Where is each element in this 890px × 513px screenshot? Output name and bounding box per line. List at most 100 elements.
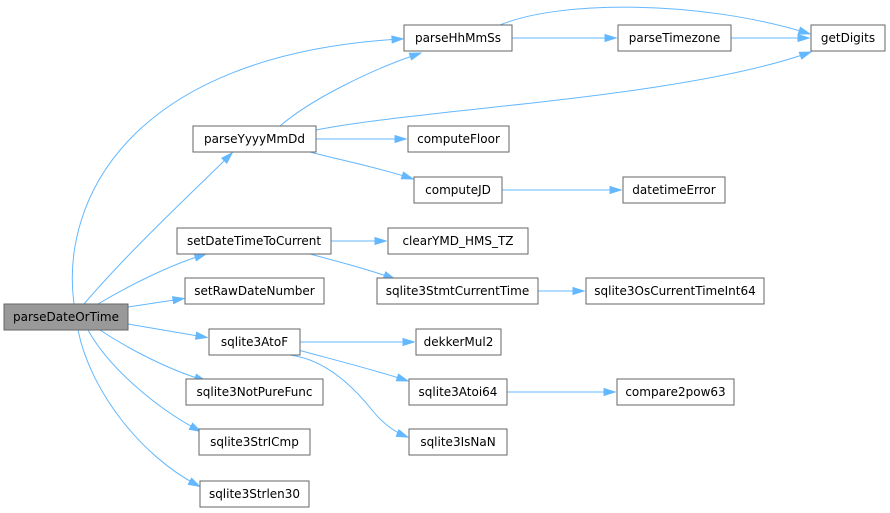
edge-parseDateOrTime-to-parseHhMmSs bbox=[71, 35, 405, 305]
edge-line bbox=[77, 329, 198, 486]
node-label: sqlite3IsNaN bbox=[420, 435, 495, 449]
arrowhead bbox=[400, 171, 415, 180]
arrowhead bbox=[797, 26, 812, 35]
arrowhead bbox=[797, 33, 811, 43]
arrowhead bbox=[193, 253, 208, 262]
edge-line bbox=[279, 53, 419, 127]
edge-sqlite3AtoF-to-sqlite3IsNaN bbox=[289, 354, 410, 438]
edge-parseYyyyMmDd-to-computeJD bbox=[309, 151, 415, 180]
edge-parseDateOrTime-to-sqlite3StrICmp bbox=[87, 329, 203, 433]
arrowhead bbox=[374, 236, 388, 246]
node-label: dekkerMul2 bbox=[424, 335, 494, 349]
node-sqlite3StmtCurrentTime[interactable]: sqlite3StmtCurrentTime bbox=[376, 277, 539, 305]
arrowhead bbox=[603, 387, 617, 397]
edge-line bbox=[99, 329, 204, 381]
edge-line bbox=[71, 38, 401, 305]
node-label: sqlite3StmtCurrentTime bbox=[386, 284, 529, 298]
arrowhead bbox=[171, 296, 186, 305]
node-label: sqlite3StrICmp bbox=[210, 435, 299, 449]
edge-line bbox=[309, 151, 411, 179]
node-computeFloor[interactable]: computeFloor bbox=[407, 125, 510, 153]
node-sqlite3IsNaN[interactable]: sqlite3IsNaN bbox=[408, 428, 508, 456]
arrowhead bbox=[395, 373, 410, 382]
edge-parseDateOrTime-to-sqlite3NotPureFunc bbox=[99, 329, 208, 382]
node-label: sqlite3AtoF bbox=[221, 335, 288, 349]
edge-sqlite3AtoF-to-sqlite3Atoi64 bbox=[297, 349, 410, 382]
edge-parseDateOrTime-to-parseYyyyMmDd bbox=[83, 151, 234, 305]
node-parseHhMmSs[interactable]: parseHhMmSs bbox=[403, 24, 513, 52]
node-dekkerMul2[interactable]: dekkerMul2 bbox=[415, 328, 502, 356]
node-parseDateOrTime[interactable]: parseDateOrTime bbox=[3, 303, 129, 331]
node-label: datetimeError bbox=[632, 183, 715, 197]
edge-parseTimezone-to-getDigits bbox=[731, 33, 811, 43]
edge-parseYyyyMmDd-to-computeFloor bbox=[316, 134, 408, 144]
node-label: sqlite3Strlen30 bbox=[209, 487, 300, 501]
edge-computeJD-to-datetimeError bbox=[502, 185, 623, 195]
node-label: computeJD bbox=[425, 183, 491, 197]
edge-line bbox=[97, 254, 204, 305]
edge-parseHhMmSs-to-parseTimezone bbox=[512, 33, 618, 43]
arrowhead bbox=[194, 331, 209, 340]
edge-sqlite3StmtCurrentTime-to-sqlite3OsCurrentTimeInt64 bbox=[538, 286, 586, 296]
node-label: getDigits bbox=[821, 31, 875, 45]
edge-line bbox=[127, 298, 182, 308]
arrowhead bbox=[402, 337, 416, 347]
node-label: clearYMD_HMS_TZ bbox=[402, 234, 513, 248]
edge-setDateTimeToCurrent-to-sqlite3StmtCurrentTime bbox=[309, 253, 397, 280]
edge-parseHhMmSs-to-getDigits bbox=[499, 6, 812, 35]
node-compare2pow63[interactable]: compare2pow63 bbox=[616, 378, 735, 406]
node-getDigits[interactable]: getDigits bbox=[810, 24, 886, 52]
node-setDateTimeToCurrent[interactable]: setDateTimeToCurrent bbox=[176, 227, 332, 255]
node-label: setRawDateNumber bbox=[194, 284, 315, 298]
node-label: compare2pow63 bbox=[625, 385, 725, 399]
edge-line bbox=[87, 329, 199, 431]
node-sqlite3NotPureFunc[interactable]: sqlite3NotPureFunc bbox=[185, 378, 324, 406]
edge-parseDateOrTime-to-setRawDateNumber bbox=[127, 296, 186, 308]
arrowhead bbox=[408, 52, 423, 61]
edge-setDateTimeToCurrent-to-clearYMD_HMS_TZ bbox=[331, 236, 388, 246]
call-graph-edges bbox=[71, 6, 813, 488]
arrowhead bbox=[391, 35, 405, 44]
node-label: sqlite3NotPureFunc bbox=[196, 385, 312, 399]
edge-line bbox=[289, 354, 406, 437]
edge-sqlite3Atoi64-to-compare2pow63 bbox=[507, 387, 617, 397]
node-sqlite3OsCurrentTimeInt64[interactable]: sqlite3OsCurrentTimeInt64 bbox=[585, 277, 765, 305]
node-label: parseDateOrTime bbox=[13, 310, 119, 324]
arrowhead bbox=[395, 428, 410, 438]
node-label: parseYyyyMmDd bbox=[204, 132, 305, 146]
edge-line bbox=[127, 323, 205, 338]
node-sqlite3AtoF[interactable]: sqlite3AtoF bbox=[208, 328, 301, 356]
node-parseYyyyMmDd[interactable]: parseYyyyMmDd bbox=[192, 125, 317, 153]
edge-line bbox=[297, 349, 406, 381]
node-label: parseTimezone bbox=[629, 31, 721, 45]
node-datetimeError[interactable]: datetimeError bbox=[622, 176, 726, 204]
edge-parseDateOrTime-to-sqlite3AtoF bbox=[127, 323, 209, 340]
arrowhead bbox=[609, 185, 623, 195]
arrowhead bbox=[188, 422, 203, 433]
edge-parseYyyyMmDd-to-parseHhMmSs bbox=[279, 52, 423, 127]
edge-parseDateOrTime-to-sqlite3Strlen30 bbox=[77, 329, 202, 488]
node-sqlite3Strlen30[interactable]: sqlite3Strlen30 bbox=[199, 480, 310, 508]
edge-sqlite3AtoF-to-dekkerMul2 bbox=[300, 337, 416, 347]
node-setRawDateNumber[interactable]: setRawDateNumber bbox=[184, 277, 325, 305]
arrowhead bbox=[604, 33, 618, 43]
call-graph-nodes: parseDateOrTime parseYyyyMmDd setDateTim… bbox=[3, 24, 886, 508]
edge-parseYyyyMmDd-to-getDigits bbox=[315, 51, 813, 131]
arrowhead bbox=[394, 134, 408, 144]
node-sqlite3Atoi64[interactable]: sqlite3Atoi64 bbox=[408, 378, 508, 406]
edge-line bbox=[315, 52, 809, 131]
arrowhead bbox=[572, 286, 586, 296]
edge-line bbox=[83, 154, 231, 305]
arrowhead bbox=[798, 51, 813, 60]
node-computeJD[interactable]: computeJD bbox=[413, 176, 503, 204]
edge-line bbox=[499, 6, 808, 34]
node-label: sqlite3OsCurrentTimeInt64 bbox=[594, 284, 756, 298]
node-label: setDateTimeToCurrent bbox=[187, 234, 321, 248]
edge-line bbox=[309, 253, 393, 279]
node-parseTimezone[interactable]: parseTimezone bbox=[617, 24, 732, 52]
node-clearYMD_HMS_TZ[interactable]: clearYMD_HMS_TZ bbox=[387, 227, 529, 255]
node-sqlite3StrICmp[interactable]: sqlite3StrICmp bbox=[198, 428, 311, 456]
node-label: sqlite3Atoi64 bbox=[419, 385, 498, 399]
arrowhead bbox=[221, 151, 234, 164]
